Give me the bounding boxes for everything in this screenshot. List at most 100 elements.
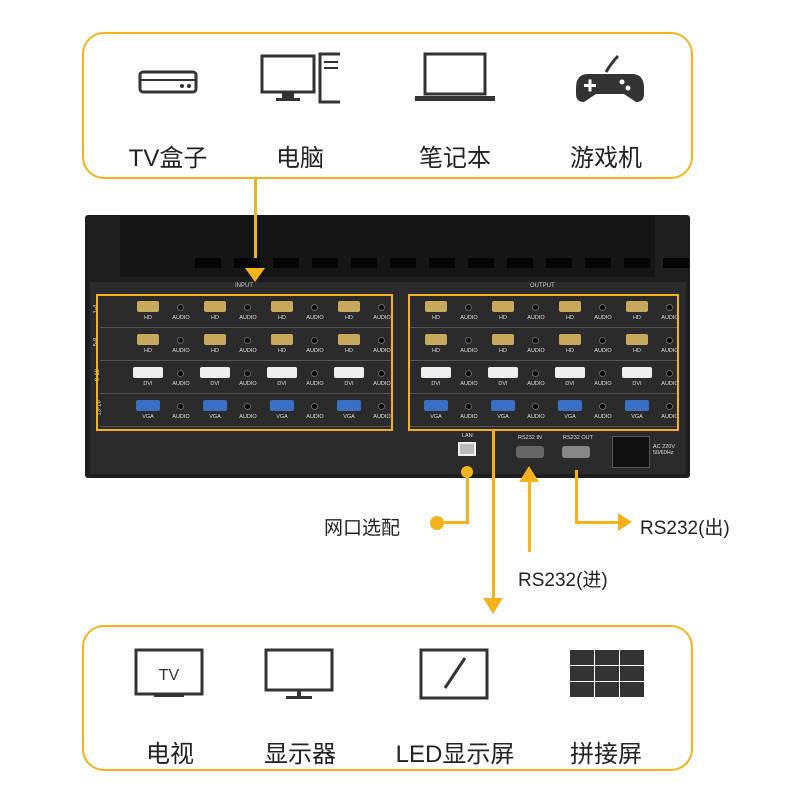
port-label: HD xyxy=(278,315,286,321)
hd-port xyxy=(492,301,514,312)
vga-port xyxy=(136,400,160,411)
audio-jack xyxy=(244,304,251,311)
audio-label: AUDIO xyxy=(594,348,612,354)
audio-jack xyxy=(532,370,539,377)
rs232-in-label: RS232 IN xyxy=(518,435,542,441)
audio-jack xyxy=(244,403,251,410)
port-label: HD xyxy=(566,315,574,321)
input-label: INPUT xyxy=(235,283,253,289)
vga-port xyxy=(337,400,361,411)
port-label: HD xyxy=(211,315,219,321)
audio-jack xyxy=(666,370,673,377)
vent-slot xyxy=(468,258,494,268)
vga-port xyxy=(270,400,294,411)
rs232-out-line-h xyxy=(575,521,620,524)
hd-port xyxy=(559,301,581,312)
output-label: OUTPUT xyxy=(530,283,555,289)
audio-label: AUDIO xyxy=(172,414,190,420)
rs232-in-callout: RS232(进) xyxy=(518,570,608,591)
output-row: HD AUDIO HD AUDIO HD AUDIO HD AUDIO xyxy=(410,329,679,361)
vent-slot xyxy=(312,258,338,268)
port-label: DVI xyxy=(277,381,287,387)
vent-slot xyxy=(585,258,611,268)
rs232-out-arrow xyxy=(618,513,632,531)
audio-jack xyxy=(666,337,673,344)
lan-line-h xyxy=(440,521,469,524)
port-label: VGA xyxy=(142,414,154,420)
audio-label: AUDIO xyxy=(239,414,257,420)
audio-label: AUDIO xyxy=(460,381,478,387)
sources-label: 游戏机 xyxy=(570,145,642,172)
input-row: 1-4 HD AUDIO HD AUDIO HD AUDIO HD AUDIO xyxy=(93,296,392,328)
vent-slot xyxy=(507,258,533,268)
vent-slot xyxy=(234,258,260,268)
audio-jack xyxy=(311,403,318,410)
desktop-computer-icon xyxy=(260,52,340,104)
audio-label: AUDIO xyxy=(172,381,190,387)
port-label: VGA xyxy=(276,414,288,420)
audio-label: AUDIO xyxy=(306,381,324,387)
audio-label: AUDIO xyxy=(373,381,391,387)
lan-callout: 网口选配 xyxy=(324,518,401,539)
vent-slot xyxy=(195,258,221,268)
port-label: DVI xyxy=(632,381,642,387)
dvi-port xyxy=(488,367,518,378)
vent-slot xyxy=(429,258,455,268)
hd-port xyxy=(137,334,159,345)
displays-label: 电视 xyxy=(146,741,194,768)
audio-label: AUDIO xyxy=(594,315,612,321)
port-label: HD xyxy=(144,348,152,354)
audio-label: AUDIO xyxy=(239,315,257,321)
audio-label: AUDIO xyxy=(594,414,612,420)
vent-slot xyxy=(546,258,572,268)
audio-jack xyxy=(465,304,472,311)
input-row: 9-12 DVI AUDIO DVI AUDIO DVI AUDIO DVI A… xyxy=(95,362,392,394)
vga-port xyxy=(625,400,649,411)
port-label: HD xyxy=(278,348,286,354)
port-label: HD xyxy=(633,348,641,354)
audio-label: AUDIO xyxy=(373,315,391,321)
port-label: DVI xyxy=(344,381,354,387)
hd-port xyxy=(204,334,226,345)
hd-port xyxy=(425,334,447,345)
vent-slot xyxy=(351,258,377,268)
displays-label: 拼接屏 xyxy=(570,741,642,768)
rs232-in-port xyxy=(516,446,544,458)
audio-label: AUDIO xyxy=(373,414,391,420)
audio-jack xyxy=(599,304,606,311)
audio-jack xyxy=(177,337,184,344)
port-label: HD xyxy=(432,348,440,354)
port-label: HD xyxy=(345,348,353,354)
sources-label: 电脑 xyxy=(276,145,324,172)
port-label: VGA xyxy=(209,414,221,420)
audio-jack xyxy=(378,337,385,344)
audio-jack xyxy=(177,370,184,377)
hd-port xyxy=(204,301,226,312)
gamepad-icon xyxy=(576,54,644,102)
port-label: HD xyxy=(345,315,353,321)
rs232-in-line xyxy=(528,480,531,552)
audio-label: AUDIO xyxy=(172,315,190,321)
audio-jack xyxy=(378,304,385,311)
power-label: AC 220V 50/60Hz xyxy=(653,444,676,456)
rs232-in-arrow xyxy=(519,466,539,482)
vent-slot xyxy=(663,258,689,268)
hd-port xyxy=(492,334,514,345)
output-row: DVI AUDIO DVI AUDIO DVI AUDIO DVI AUDIO xyxy=(410,362,679,394)
audio-label: AUDIO xyxy=(306,315,324,321)
port-label: DVI xyxy=(210,381,220,387)
audio-jack xyxy=(244,337,251,344)
audio-label: AUDIO xyxy=(527,315,545,321)
audio-jack xyxy=(666,304,673,311)
hd-port xyxy=(559,334,581,345)
port-label: DVI xyxy=(143,381,153,387)
port-label: VGA xyxy=(343,414,355,420)
vga-port xyxy=(424,400,448,411)
port-label: HD xyxy=(432,315,440,321)
vent-slot xyxy=(273,258,299,268)
led-screen-icon xyxy=(419,648,489,700)
displays-label: LED显示屏 xyxy=(395,741,515,768)
output-arrow xyxy=(483,598,503,614)
audio-label: AUDIO xyxy=(306,414,324,420)
video-wall-icon xyxy=(570,650,644,697)
